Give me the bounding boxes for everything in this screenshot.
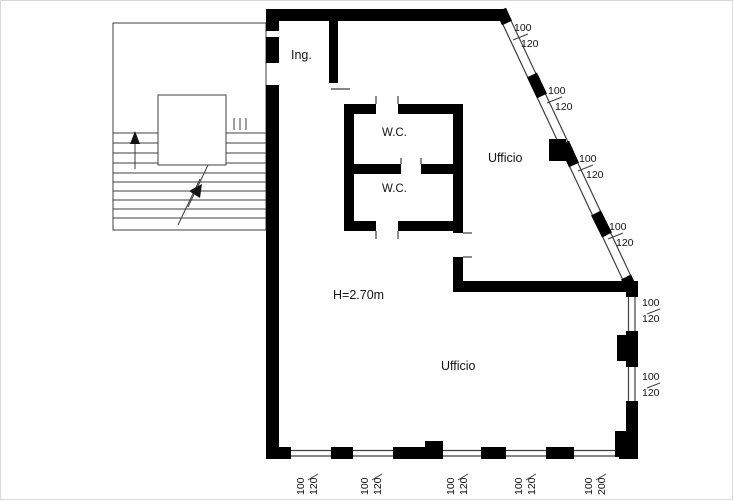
pillar-corner (615, 431, 638, 457)
wc-wall-right (453, 257, 463, 292)
stair-break-line (187, 164, 209, 208)
window-dim-label: 100 (513, 477, 525, 495)
office-lower-label: Ufficio (441, 359, 476, 373)
window-dim-label: 100 (579, 153, 597, 165)
dimension-ticks-right (646, 308, 661, 389)
window-dim-label: 100 (609, 221, 627, 233)
dimension-labels-bottom: 100 120 100 120 100 120 100 120 100 200 (295, 477, 608, 495)
window-dim-label: 120 (308, 477, 320, 495)
wc-wall-bottom (344, 221, 376, 231)
stair-landing (157, 94, 227, 166)
wc-wall-middle (421, 164, 463, 174)
room-labels: Ing. W.C. W.C. Ufficio H=2.70m Ufficio (291, 48, 523, 373)
window-dim-label: 120 (458, 477, 470, 495)
wc-upper-label: W.C. (382, 127, 407, 139)
wall-bottom (331, 447, 353, 459)
wall-right (626, 289, 638, 297)
up-arrow-icon (130, 131, 140, 144)
wall-bottom (481, 447, 506, 459)
window-dim-label: 100 (642, 297, 660, 309)
wc-wall-bottom (398, 221, 463, 231)
window-glazing-lines (291, 9, 638, 457)
window-dim-label: 120 (521, 38, 539, 50)
stairwell-outline (112, 22, 267, 231)
pillar-right-wall (617, 335, 638, 361)
vestibule-wall (329, 21, 338, 83)
wc-lower-label: W.C. (382, 183, 407, 195)
left-arrow-icon (189, 184, 202, 198)
window-dim-label: 100 (445, 477, 457, 495)
dimension-ticks-slant (512, 33, 624, 240)
window-dim-label: 120 (555, 101, 573, 113)
window-dim-label: 120 (526, 477, 538, 495)
pillar-slant (549, 139, 566, 161)
dimension-labels-right: 100 120 100 120 (642, 297, 660, 399)
stair-break-line (177, 178, 201, 226)
window-dim-label: 100 (642, 371, 660, 383)
wall-left-pier (266, 37, 279, 63)
wall-left (266, 9, 279, 31)
walls (266, 9, 638, 459)
window-dim-label: 100 (548, 85, 566, 97)
entrance-label: Ing. (291, 48, 312, 62)
wall-left (266, 85, 279, 459)
window-dim-label: 120 (642, 387, 660, 399)
pillar-bottom-wall (425, 441, 443, 459)
wall-top (266, 9, 506, 21)
window-dim-label: 120 (642, 313, 660, 325)
office-upper-label: Ufficio (488, 151, 523, 165)
ceiling-height-label: H=2.70m (333, 288, 384, 302)
dimension-ticks-bottom (307, 473, 607, 481)
wc-wall-middle (344, 164, 401, 174)
wall-bottom (546, 447, 574, 459)
wall-bottom (266, 447, 291, 459)
stair-arrowheads (130, 131, 202, 198)
window-dim-label: 100 (359, 477, 371, 495)
window-dim-label: 200 (596, 477, 608, 495)
wc-wall-top (344, 104, 376, 114)
dimension-labels-slant: 100 120 100 120 100 120 100 120 (514, 22, 634, 249)
window-dim-label: 100 (583, 477, 595, 495)
window-dim-label: 120 (616, 237, 634, 249)
window-dim-label: 120 (372, 477, 384, 495)
window-dim-label: 100 (514, 22, 532, 34)
wc-wall-right (453, 104, 463, 233)
window-dim-label: 120 (586, 169, 604, 181)
wc-wall-top (398, 104, 463, 114)
window-dim-label: 100 (295, 477, 307, 495)
wall-interior-horizontal (453, 281, 638, 292)
staircase (112, 22, 267, 231)
